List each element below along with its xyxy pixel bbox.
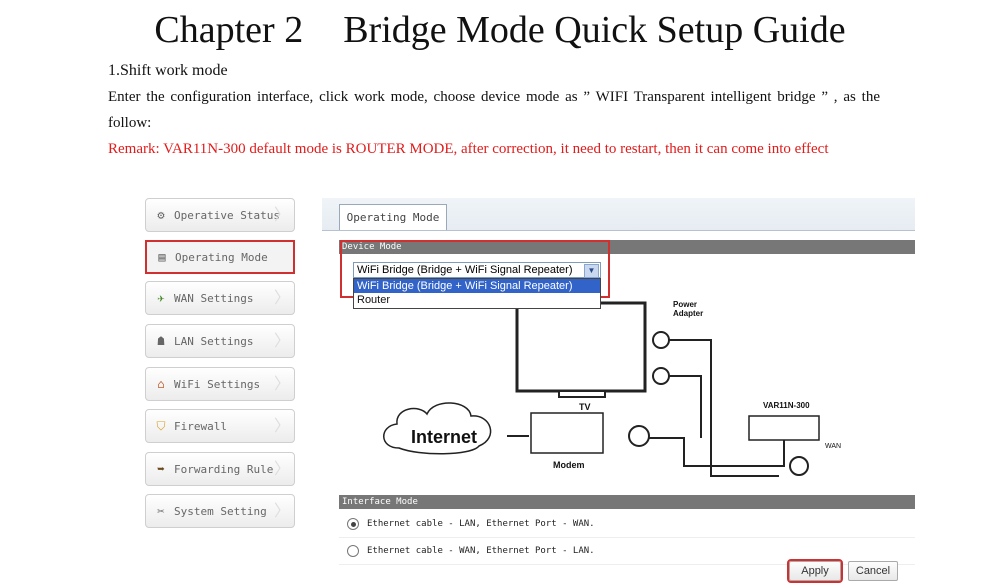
section-heading: 1.Shift work mode [108, 62, 228, 79]
main-panel: Operating Mode Device Mode [322, 198, 915, 585]
device-label: VAR11N-300 [763, 401, 810, 410]
sidebar-item-firewall[interactable]: ⛉ Firewall 〉 [145, 409, 295, 443]
cancel-button[interactable]: Cancel [848, 561, 898, 581]
power-plug-1 [652, 331, 670, 349]
chapter-title: Chapter 2 Bridge Mode Quick Setup Guide [0, 8, 1000, 52]
device-plug [789, 456, 809, 476]
chapter-name: Bridge Mode Quick Setup Guide [343, 9, 846, 51]
modem-plug [628, 425, 650, 447]
network-diagram: Power Adapter TV Internet Modem VAR11N-3… [383, 300, 841, 477]
radio-button[interactable] [347, 518, 359, 530]
sidebar-item-label: WAN Settings [174, 291, 254, 305]
sidebar-item-wifi-settings[interactable]: ⌂ WiFi Settings 〉 [145, 367, 295, 401]
chevron-right-icon: 〉 [274, 501, 291, 520]
chapter-number: Chapter 2 [154, 9, 304, 51]
tools-icon: ✂ [157, 504, 165, 518]
device-mode-select[interactable]: WiFi Bridge (Bridge + WiFi Signal Repeat… [353, 262, 601, 278]
wifi-house-icon: ⌂ [157, 377, 165, 391]
gear-icon: ⚙ [157, 208, 165, 222]
radio-button[interactable] [347, 545, 359, 557]
sidebar-item-lan-settings[interactable]: ☗ LAN Settings 〉 [145, 324, 295, 358]
sidebar-item-label: LAN Settings [174, 334, 254, 348]
power-plug-2 [652, 367, 670, 385]
satellite-icon: ✈ [157, 291, 165, 305]
sidebar: ⚙ Operative Status 〉 ▤ Operating Mode ✈ … [140, 190, 315, 585]
sidebar-item-label: Operative Status [174, 208, 280, 222]
sidebar-item-wan-settings[interactable]: ✈ WAN Settings 〉 [145, 281, 295, 315]
sidebar-item-label: WiFi Settings [174, 377, 261, 391]
option-router[interactable]: Router [357, 294, 391, 306]
window-icon: ▤ [158, 250, 166, 264]
select-value: WiFi Bridge (Bridge + WiFi Signal Repeat… [357, 264, 573, 276]
var11n-device [748, 415, 820, 441]
tv-cable [669, 375, 702, 438]
router-ui-screenshot: ⚙ Operative Status 〉 ▤ Operating Mode ✈ … [140, 190, 915, 585]
power-cable [669, 339, 779, 477]
sidebar-item-forwarding-rule[interactable]: ➥ Forwarding Rule 〉 [145, 452, 295, 486]
modem-label: Modem [553, 460, 585, 470]
radio-label: Ethernet cable - WAN, Ethernet Port - LA… [367, 546, 595, 556]
interface-mode-header: Interface Mode [339, 495, 915, 509]
radio-row[interactable]: Ethernet cable - WAN, Ethernet Port - LA… [339, 538, 915, 565]
power-adapter-label-2: Adapter [673, 309, 703, 318]
sidebar-item-operating-mode[interactable]: ▤ Operating Mode [145, 240, 295, 274]
tab-bar: Operating Mode [322, 198, 915, 231]
tab-operating-mode[interactable]: Operating Mode [339, 204, 447, 230]
chevron-right-icon: 〉 [274, 374, 291, 393]
power-adapter-label: Power [673, 300, 697, 309]
tv-stand [558, 390, 606, 398]
chevron-right-icon: 〉 [274, 416, 291, 435]
sidebar-item-label: System Setting [174, 504, 267, 518]
radio-row[interactable]: Ethernet cable - LAN, Ethernet Port - WA… [339, 511, 915, 538]
apply-button[interactable]: Apply [787, 559, 843, 583]
chevron-right-icon: 〉 [274, 459, 291, 478]
device-mode-options: WiFi Bridge (Bridge + WiFi Signal Repeat… [353, 278, 601, 309]
sidebar-item-label: Forwarding Rule [174, 462, 274, 476]
sidebar-item-system-setting[interactable]: ✂ System Setting 〉 [145, 494, 295, 528]
shield-icon: ⛉ [156, 418, 166, 433]
sidebar-item-label: Firewall [174, 419, 227, 433]
internet-label: Internet [411, 427, 477, 447]
sidebar-item-label: Operating Mode [175, 250, 268, 264]
radio-label: Ethernet cable - LAN, Ethernet Port - WA… [367, 519, 595, 529]
instruction-paragraph: Enter the configuration interface, click… [108, 89, 880, 131]
forward-icon: ➥ [157, 462, 165, 476]
modem-cable [649, 437, 785, 467]
chevron-right-icon: 〉 [274, 288, 291, 307]
chevron-right-icon: 〉 [274, 331, 291, 350]
interface-mode-options: Ethernet cable - LAN, Ethernet Port - WA… [339, 511, 915, 565]
device-mode-header: Device Mode [339, 240, 915, 254]
remark-paragraph: Remark: VAR11N-300 default mode is ROUTE… [108, 141, 829, 157]
network-icon: ☗ [157, 334, 165, 348]
option-wifi-bridge[interactable]: WiFi Bridge (Bridge + WiFi Signal Repeat… [354, 279, 600, 293]
tv-screen [515, 301, 647, 393]
wan-label: WAN [825, 443, 841, 450]
internet-cloud [383, 402, 492, 455]
chevron-right-icon: 〉 [274, 205, 291, 224]
tv-label: TV [579, 402, 591, 412]
modem-box [530, 412, 604, 454]
chevron-down-icon[interactable]: ▼ [584, 264, 599, 278]
sidebar-item-operative-status[interactable]: ⚙ Operative Status 〉 [145, 198, 295, 232]
